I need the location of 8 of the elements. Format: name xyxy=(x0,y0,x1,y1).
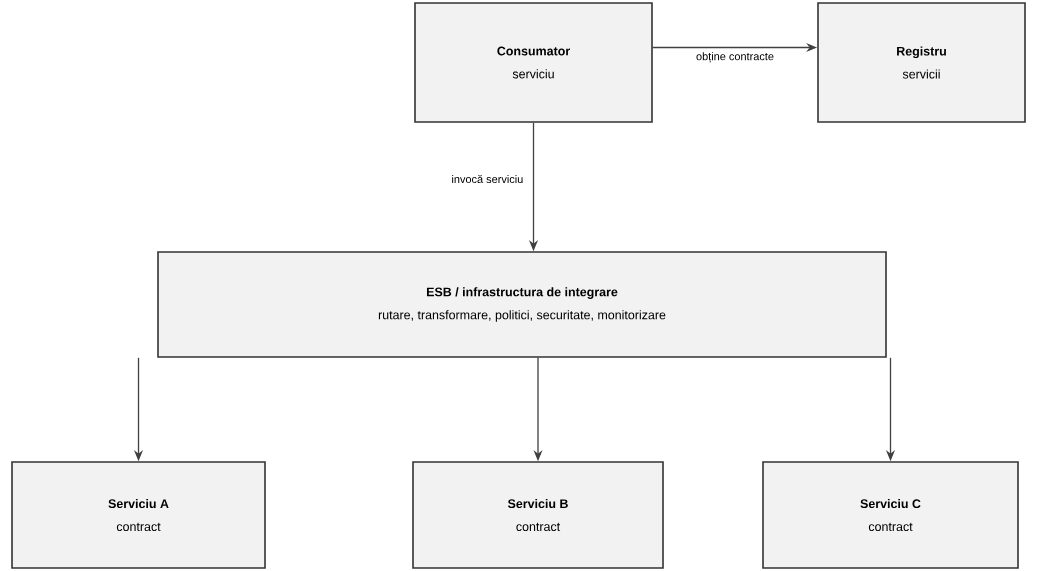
process-box: Registru servicii xyxy=(817,2,1026,123)
process-box: Consumator serviciu xyxy=(414,2,653,123)
process-box: Serviciu B contract xyxy=(412,461,664,569)
edge-label: obține contracte xyxy=(694,50,776,64)
process-box: Serviciu A contract xyxy=(11,461,266,569)
process-box: Serviciu C contract xyxy=(762,461,1019,569)
edge-label: invocă serviciu xyxy=(449,172,526,186)
process-box: ESB / infrastructura de integrare rutare, transformare, politici, securitate, monitorizare xyxy=(157,251,887,358)
